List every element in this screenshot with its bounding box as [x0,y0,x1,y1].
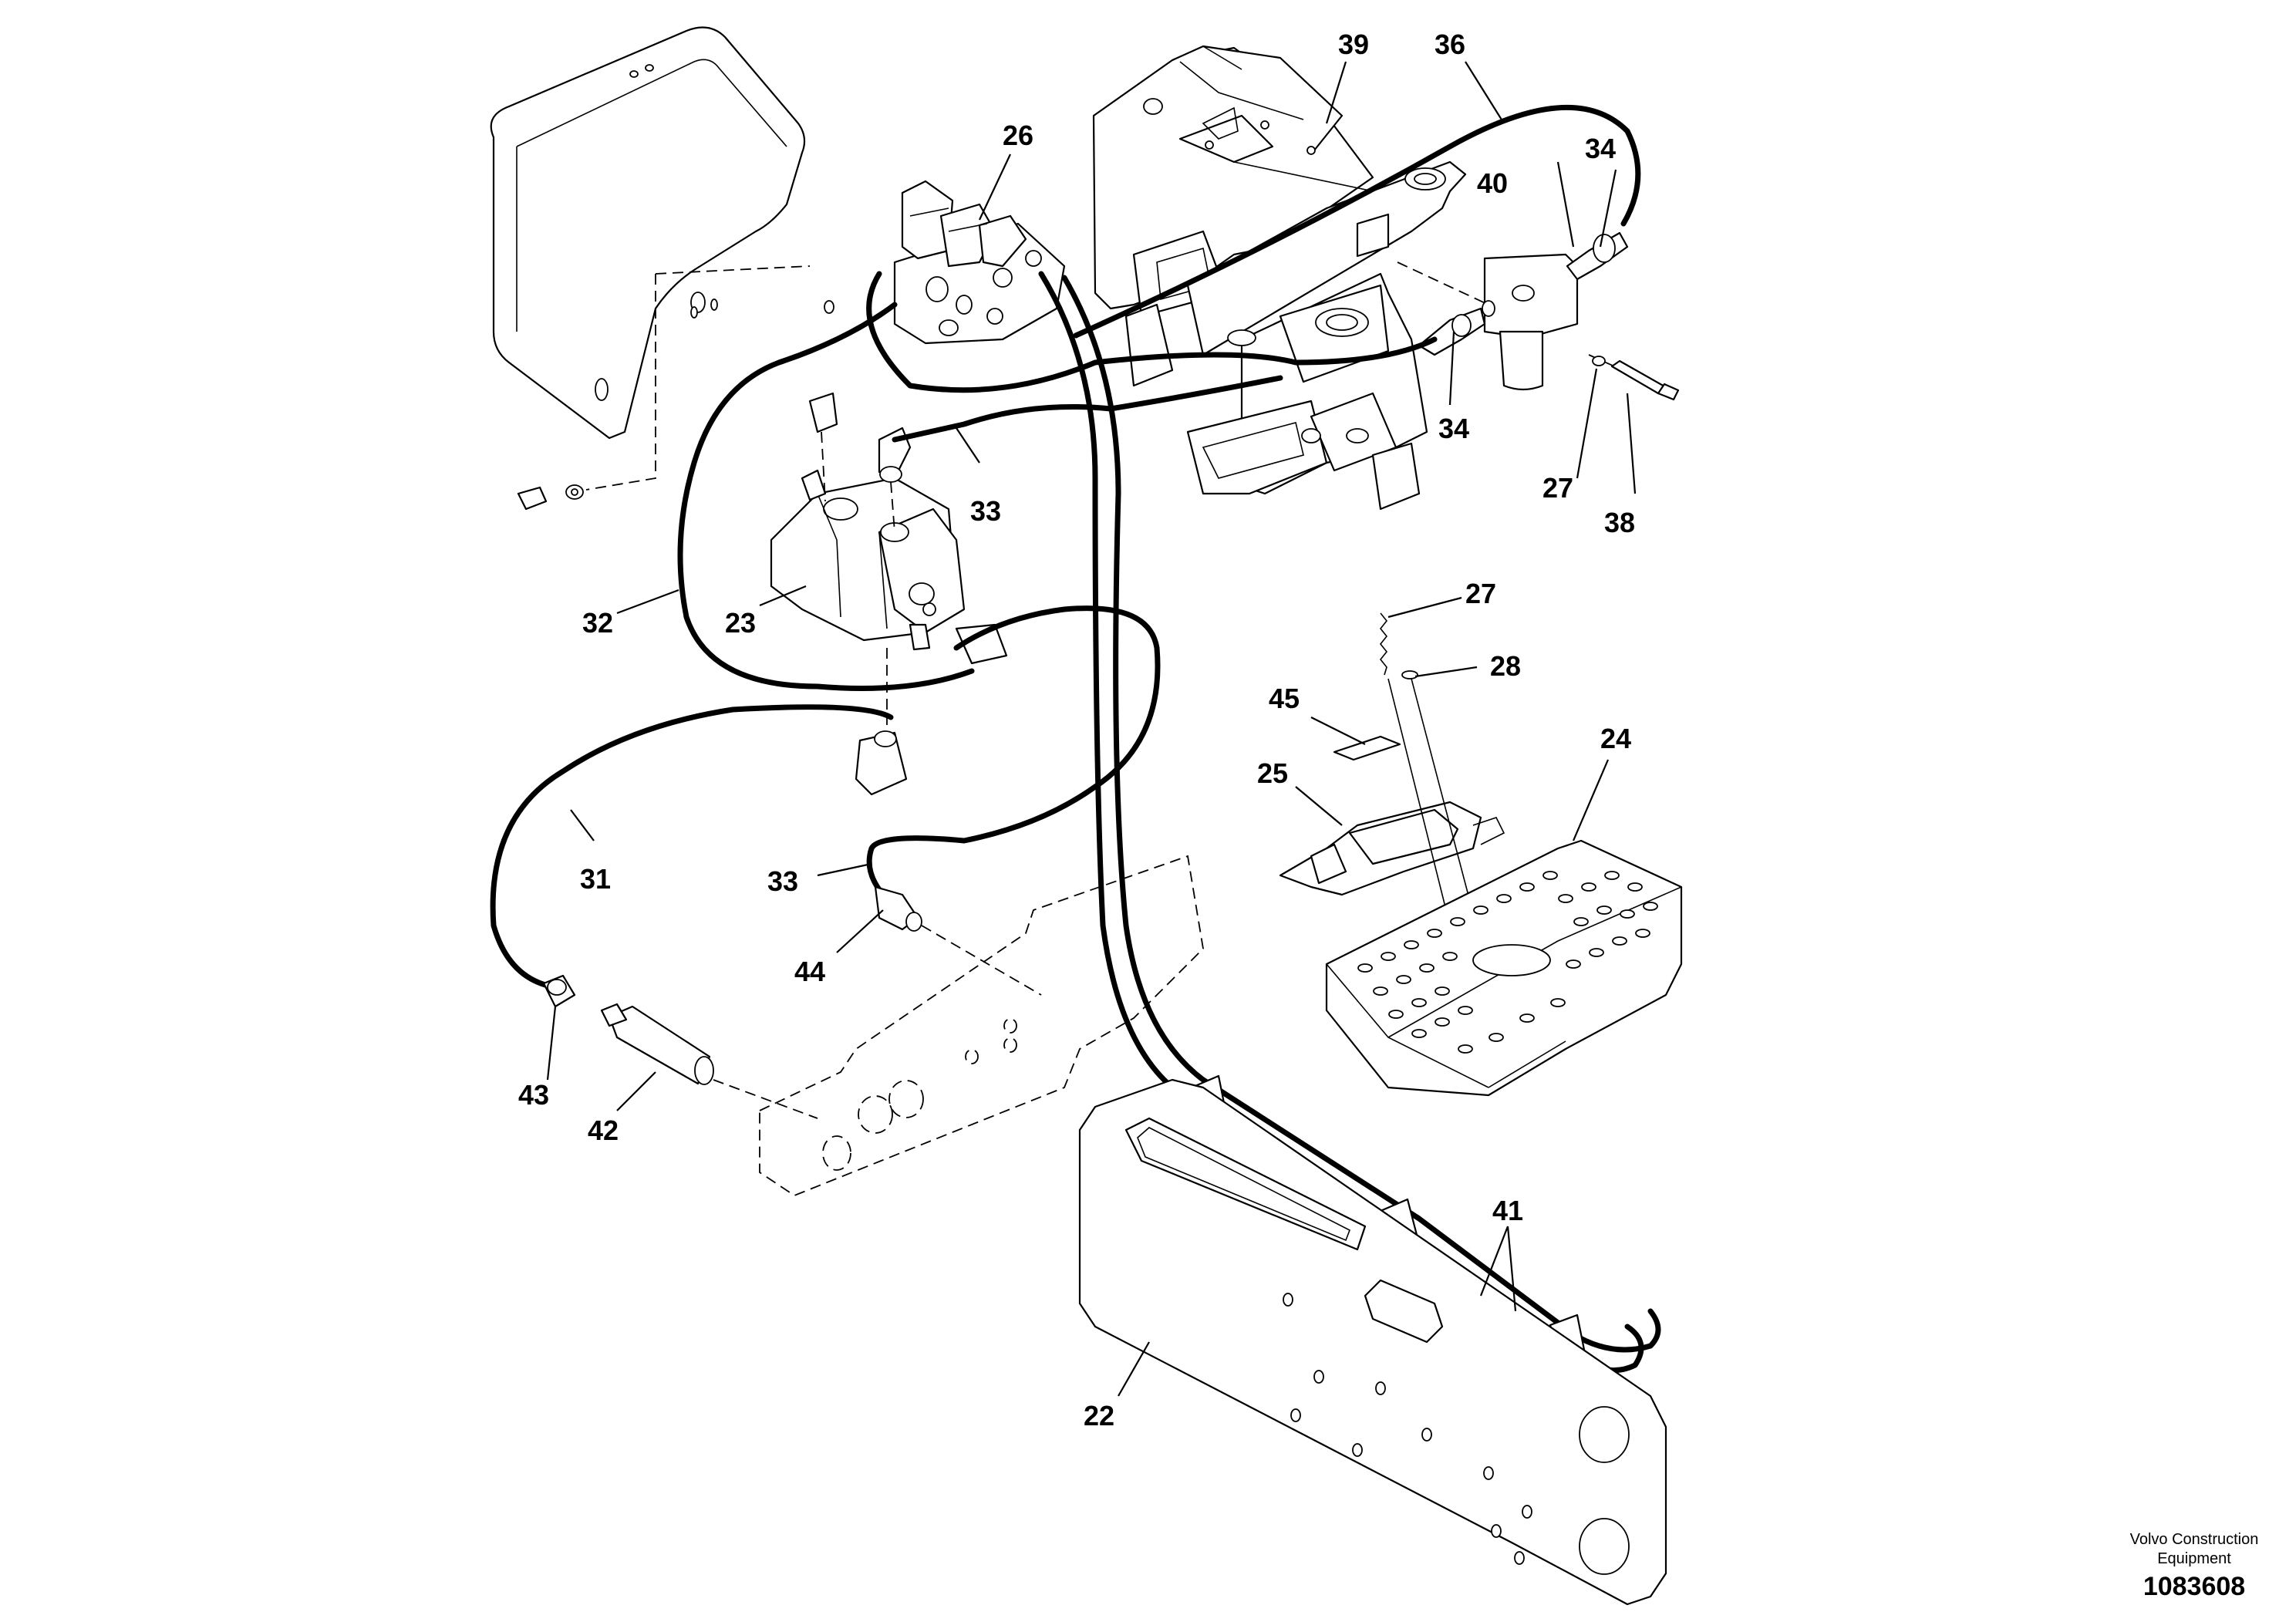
leader-lines [546,61,1637,1397]
cover-mount-dash [585,265,811,491]
hose-34 [866,271,1438,393]
label-44: 44 [794,956,825,987]
spring-27 [1379,612,1388,676]
pedal-pad-45 [1333,735,1401,761]
floor-plate-holes [1357,871,1658,1054]
accumulator-42 [600,1003,714,1085]
label-39: 39 [1338,29,1369,60]
filter-40 [1482,253,1579,391]
label-43: 43 [518,1079,549,1111]
side-panel-22 [1078,1078,1667,1606]
reference-number: 1083608 [2143,1572,2245,1601]
label-27-lower: 27 [1465,578,1496,609]
label-26: 26 [1003,120,1033,151]
credit-block: Volvo Construction Equipment 1083608 [2130,1531,2259,1601]
cover-plate [490,26,834,440]
side-plate-phantom [759,855,1204,1197]
fitting-34-upper [1566,231,1629,281]
floor-plate-24 [1325,839,1683,1097]
label-22: 22 [1084,1400,1114,1431]
pedal-25 [1279,801,1505,896]
label-38: 38 [1604,507,1635,538]
fitting-44-dash [921,925,1042,996]
label-24: 24 [1600,723,1631,754]
accumulator-dash [713,1079,818,1119]
pump-fitting-lower [855,623,1008,796]
fitting-34-lower [1418,307,1486,356]
label-33-lower: 33 [767,865,798,897]
label-25: 25 [1257,757,1288,789]
label-41: 41 [1492,1195,1523,1226]
label-27-upper: 27 [1542,472,1573,504]
label-34-lower: 34 [1438,413,1469,444]
hose-33-lower [866,605,1161,898]
fitting-43 [542,974,576,1008]
filter-bolt-38 [1592,356,1680,401]
label-40: 40 [1477,167,1508,199]
label-31: 31 [580,863,611,895]
label-23: 23 [725,607,756,639]
hose-bracket-36 [1186,160,1467,356]
label-45: 45 [1269,683,1300,714]
credit-line-1: Volvo Construction [2130,1531,2259,1548]
pump-23 [770,469,966,651]
hose-41 [1038,271,1661,1374]
label-32: 32 [582,607,613,639]
label-42: 42 [588,1114,619,1146]
label-34-upper: 34 [1585,133,1616,164]
credit-line-2: Equipment [2157,1550,2231,1567]
hose-36 [1073,104,1641,339]
label-36: 36 [1435,29,1465,60]
fitting-44 [874,885,922,932]
part-labels: 26 39 36 40 34 34 27 38 33 32 23 27 28 4… [518,29,1635,1431]
hose-32 [677,302,975,691]
cover-bolt [517,484,584,511]
label-28: 28 [1490,650,1521,682]
valve-block-26 [893,180,1066,345]
pin-28 [1401,670,1418,679]
hose-31 [490,704,894,990]
filter-mount-dash [1397,261,1620,369]
label-33-upper: 33 [970,495,1001,527]
